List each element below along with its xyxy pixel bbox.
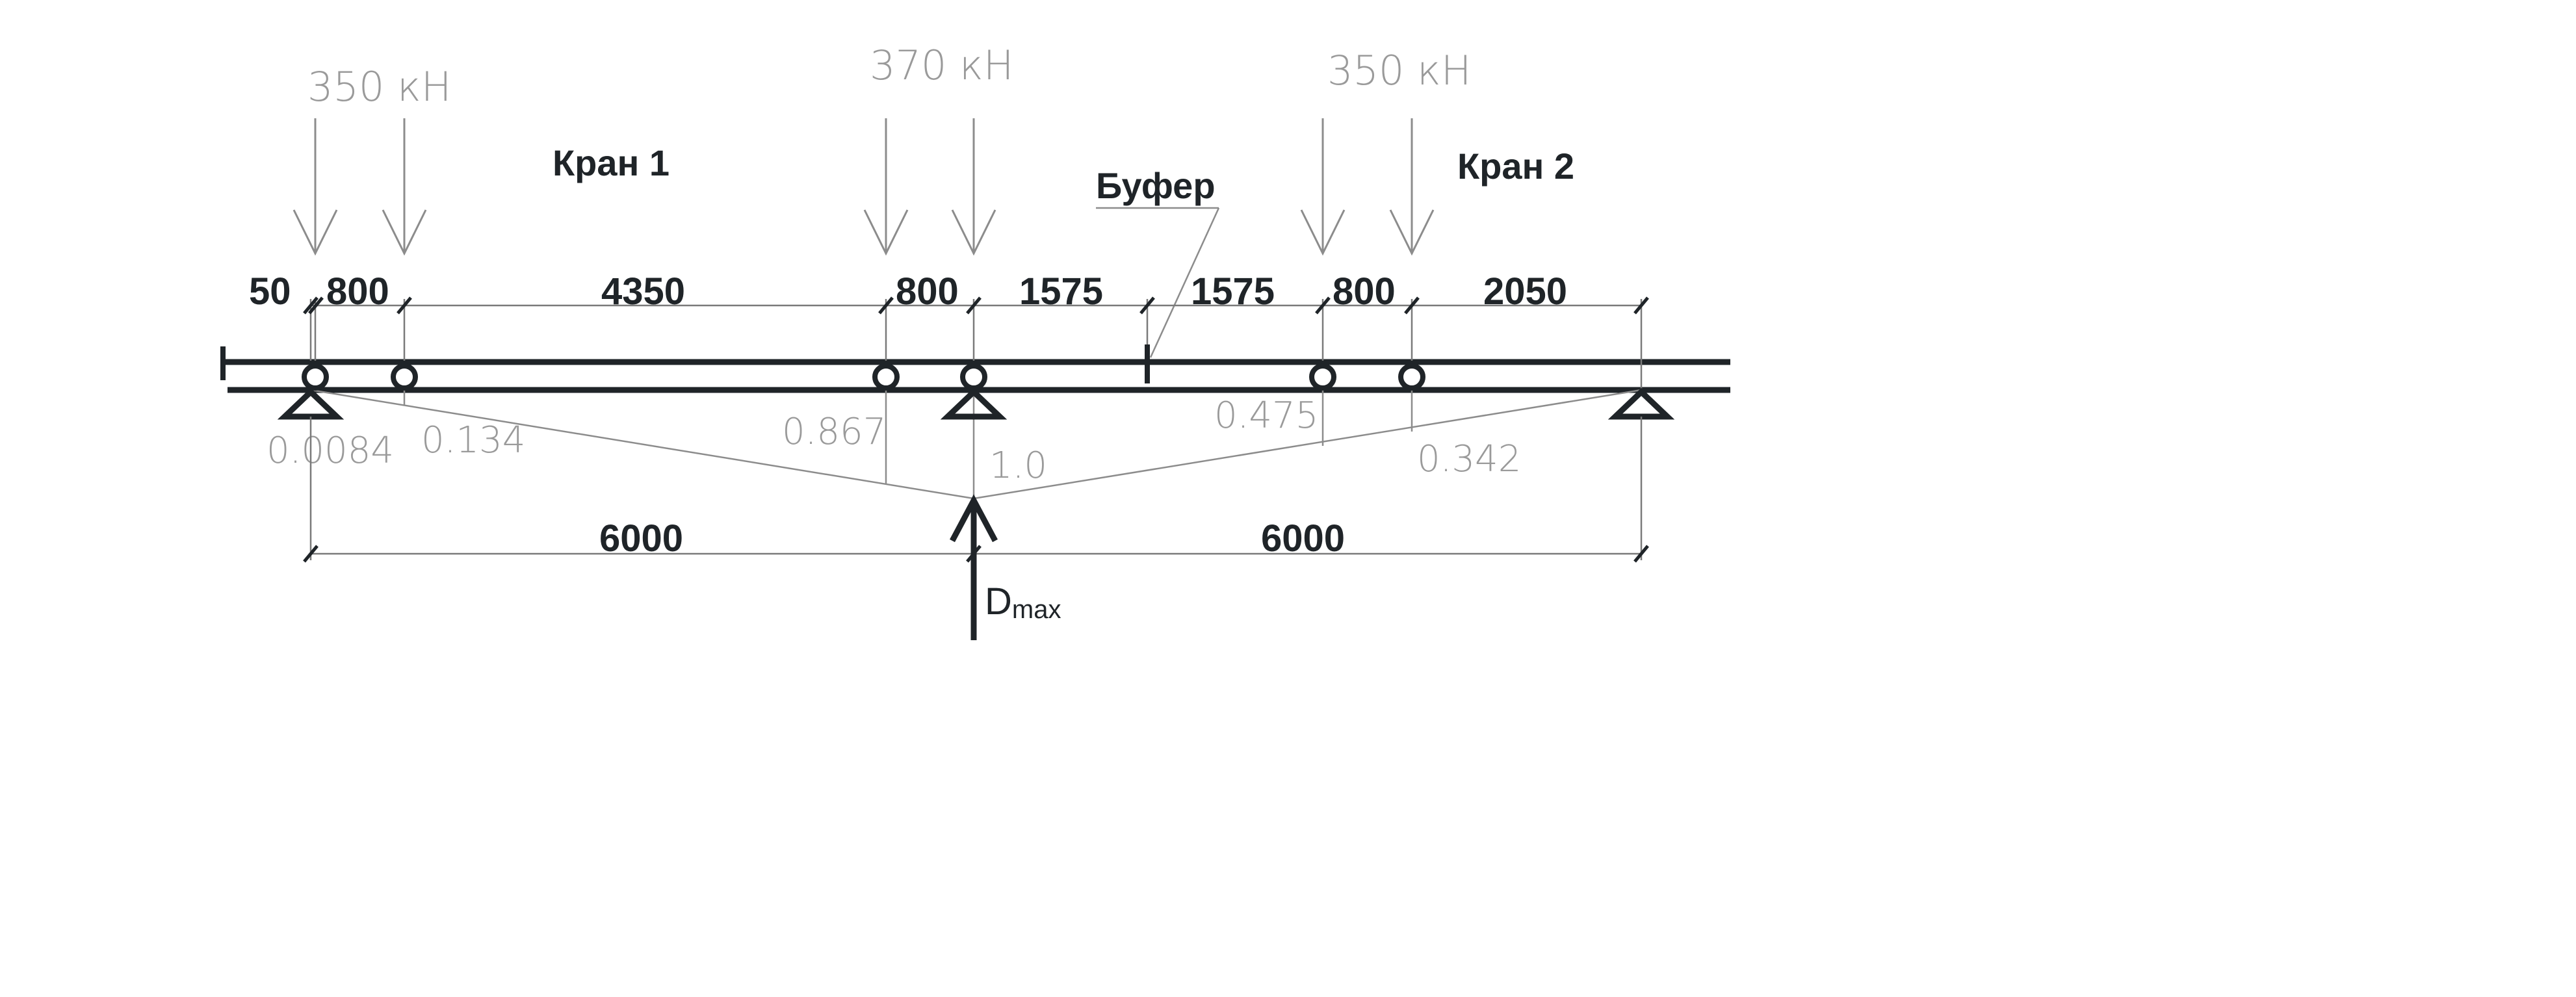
buffer-leader (1149, 207, 1220, 358)
ordinate-value-3: 0.867 (782, 411, 886, 453)
crane2-label: Кран 2 (1457, 146, 1574, 187)
reaction-arrow-dmax (950, 494, 998, 640)
ordinate-value-5: 0.475 (1214, 395, 1318, 437)
dim-bottom-2: 6000 (1261, 517, 1345, 560)
load-label-crane1: 350 кН (307, 63, 451, 110)
load-arrow-1 (293, 118, 338, 256)
top-dimension-chain (303, 296, 1649, 390)
load-label-middle: 370 кН (870, 42, 1013, 89)
load-arrow-2 (382, 118, 427, 256)
dim-top-7: 800 (1333, 270, 1396, 313)
wheel-1 (302, 363, 329, 391)
dim-top-3: 4350 (601, 270, 685, 313)
ordinate-value-1: 0.0084 (267, 430, 394, 472)
crane1-label: Кран 1 (553, 142, 670, 183)
buffer-label: Буфер (1096, 165, 1216, 206)
dim-top-5: 1575 (1019, 270, 1103, 313)
wheel-6 (1398, 363, 1425, 391)
reaction-label-dmax: Dmax (985, 580, 1061, 624)
dim-top-6: 1575 (1191, 270, 1275, 313)
support-middle (940, 387, 1008, 420)
wheel-3 (872, 363, 900, 391)
load-arrow-4 (951, 118, 996, 256)
load-label-crane2: 350 кН (1327, 47, 1471, 94)
wheel-5 (1309, 363, 1336, 391)
dim-top-4: 800 (896, 270, 959, 313)
dim-bottom-1: 6000 (599, 517, 683, 560)
ordinate-value-2: 0.134 (421, 419, 525, 461)
reaction-label-sub: max (1012, 595, 1061, 624)
load-arrows (293, 118, 1435, 256)
ordinate-value-4: 1.0 (989, 445, 1047, 487)
dim-top-8: 2050 (1483, 270, 1567, 313)
ordinate-value-6: 0.342 (1417, 438, 1521, 480)
wheel-2 (391, 363, 418, 391)
load-arrow-5 (1300, 118, 1346, 256)
load-arrow-3 (863, 118, 909, 256)
reaction-label-main: D (985, 580, 1012, 623)
wheel-4 (960, 363, 987, 391)
dim-top-2: 800 (326, 270, 389, 313)
dim-top-1: 50 (249, 270, 291, 313)
support-left (277, 387, 345, 420)
support-right (1607, 387, 1675, 420)
load-arrow-6 (1389, 118, 1435, 256)
